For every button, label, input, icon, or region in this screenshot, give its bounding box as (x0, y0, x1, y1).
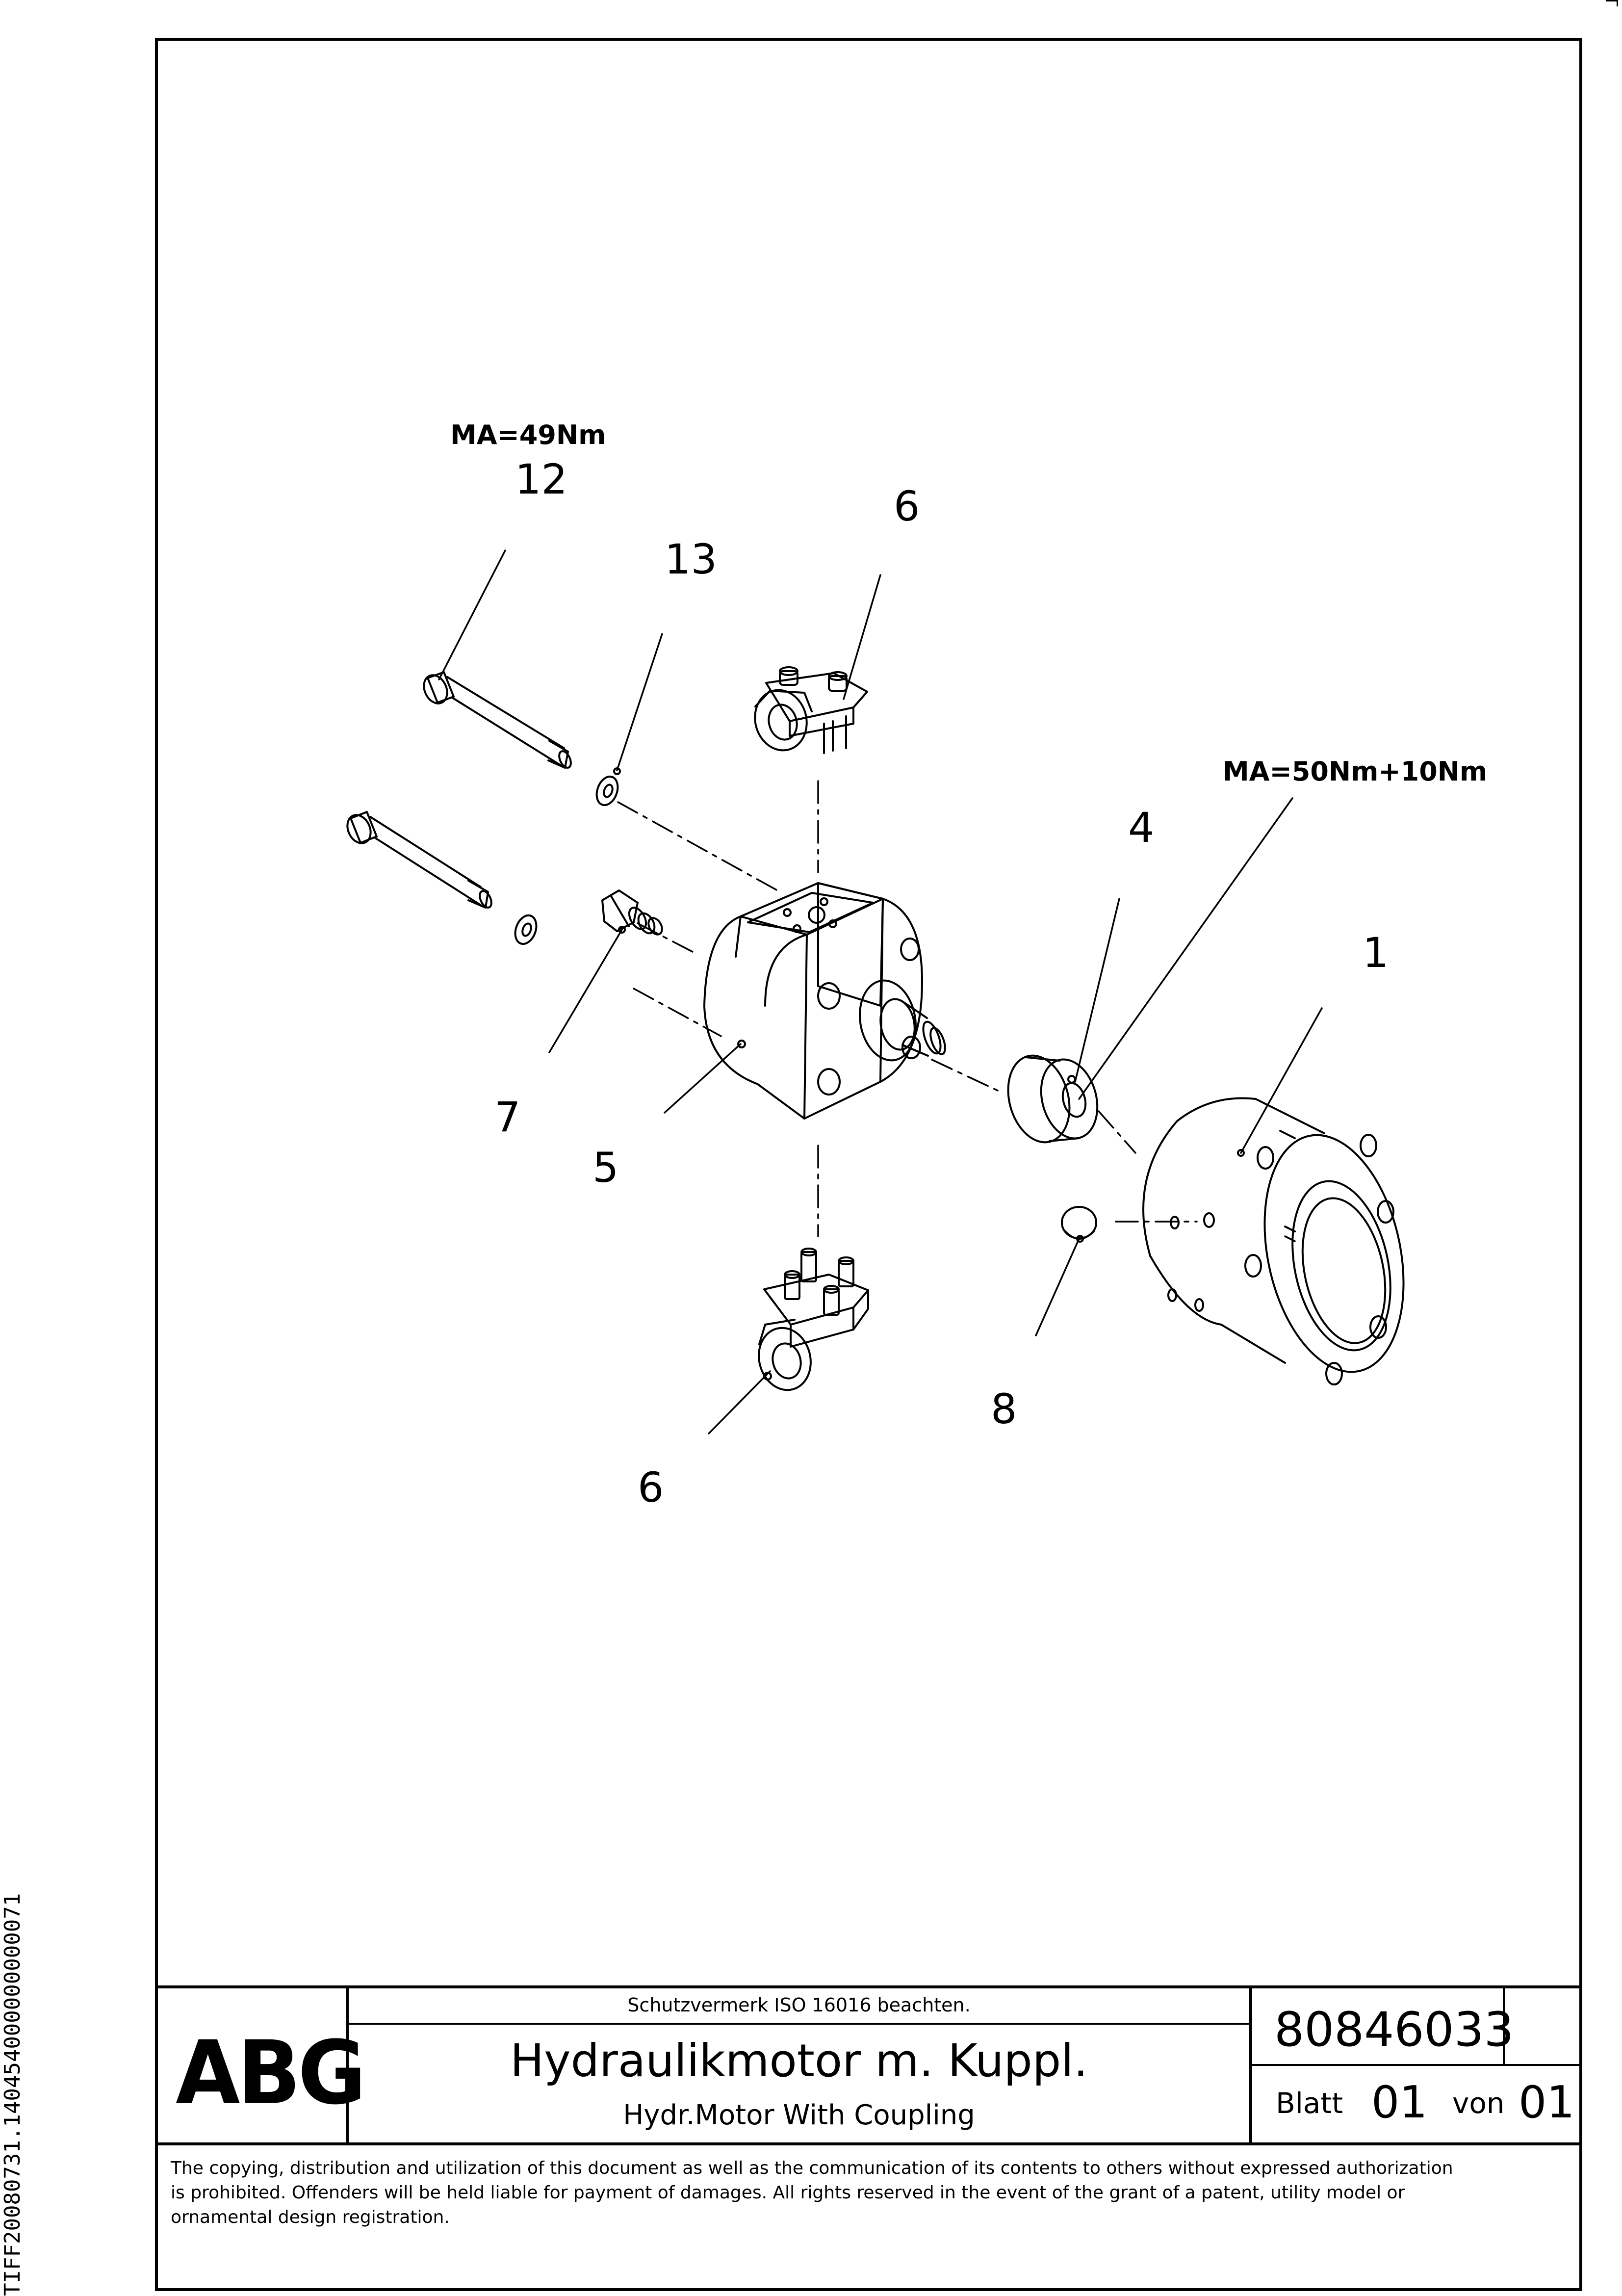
callout-8: 8 (991, 1385, 1017, 1433)
corner-mark (1606, 0, 1618, 6)
callout-6-top: 6 (894, 482, 920, 530)
copyright-line-2: is prohibited. Offenders will be held li… (171, 2183, 1405, 2203)
copyright-line-3: ornamental design registration. (171, 2207, 450, 2227)
bolt-12-icon (423, 671, 572, 769)
motor-5-icon (703, 882, 946, 1120)
title-german: Hydraulikmotor m. Kuppl. (510, 2035, 1088, 2087)
copyright-line-1: The copying, distribution and utilizatio… (171, 2158, 1453, 2178)
document-number: 80846033 (1274, 2002, 1514, 2057)
bolt-lower-icon (346, 811, 492, 909)
torque-label-coupling: MA=50Nm+10Nm (1223, 756, 1488, 787)
flange-6-bottom-icon (758, 1248, 869, 1391)
callout-12: 12 (515, 455, 567, 503)
callout-7: 7 (494, 1093, 521, 1141)
callout-4: 4 (1128, 804, 1155, 852)
callout-1: 1 (1363, 929, 1389, 977)
coupling-hub-4-icon (1007, 1054, 1099, 1144)
of-label: von (1452, 2087, 1505, 2120)
exploded-view-drawing (346, 549, 1405, 1435)
bell-housing-1-icon (1142, 1097, 1405, 1385)
plug-8-icon (1061, 1206, 1097, 1243)
sheet-total: 01 (1519, 2077, 1575, 2128)
fitting-7-icon (601, 889, 663, 936)
title-block: ABG Schutzvermerk ISO 16016 beachten. Hy… (155, 1985, 1582, 2291)
washer-13-icon (595, 767, 621, 807)
drawing-frame (155, 38, 1582, 2291)
torque-label-bolt: MA=49Nm (450, 419, 606, 450)
center-lines (617, 780, 1296, 1242)
title-english: Hydr.Motor With Coupling (623, 2099, 975, 2131)
sheet-label: Blatt (1276, 2087, 1343, 2120)
callout-13: 13 (665, 535, 717, 583)
abg-logo: ABG (176, 2022, 366, 2124)
flange-6-top-icon (754, 666, 868, 754)
callout-5: 5 (592, 1144, 619, 1192)
protection-notice: Schutzvermerk ISO 16016 beachten. (627, 1994, 971, 2016)
callout-6-bottom: 6 (638, 1463, 664, 1512)
sheet-number: 01 (1371, 2077, 1428, 2128)
leader-lines (438, 549, 1323, 1435)
washer-lower-icon (514, 914, 538, 945)
